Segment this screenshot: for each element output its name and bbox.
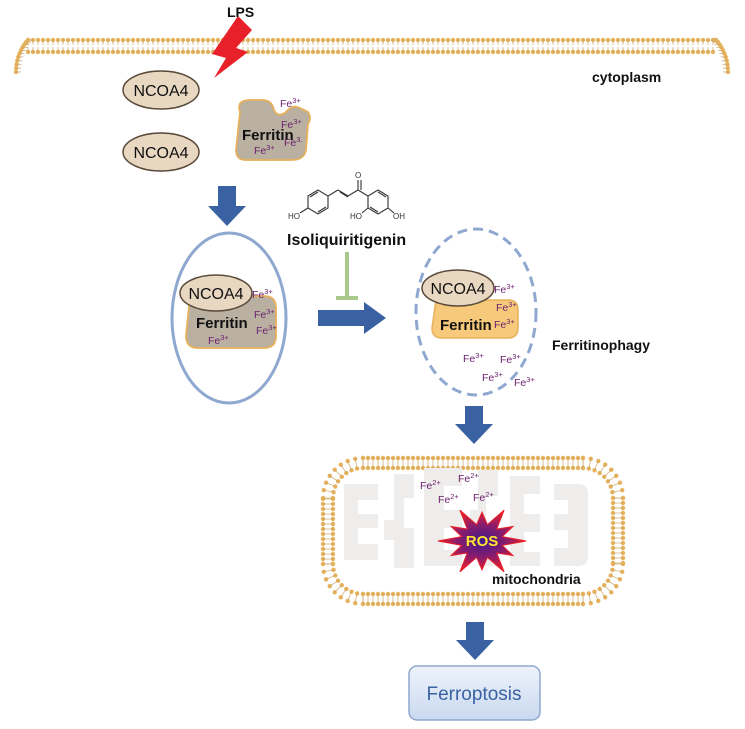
ncoa4-label: NCOA4 (133, 145, 188, 162)
fe3-ion: Fe3+ (254, 307, 275, 321)
fe2-ion: Fe2+ (438, 492, 459, 506)
structure-o-label: O (355, 171, 361, 180)
fe2-ion: Fe2+ (458, 471, 479, 485)
ncoa4-protein-2: NCOA4 (122, 132, 200, 172)
inhibition-bar-icon (336, 252, 358, 300)
ferroptosis-label: Ferroptosis (426, 684, 521, 705)
autolysosome-vesicle (414, 227, 538, 397)
mitochondria-cristae (344, 468, 588, 568)
isoliquiritigenin-structure-icon (299, 180, 395, 215)
down-arrow-icon (208, 186, 246, 226)
fe3-ion: Fe3+ (280, 96, 301, 110)
structure-oh-label: OH (393, 212, 405, 221)
ferritinophagy-label: Ferritinophagy (552, 337, 650, 353)
fe3-ion: Fe3+ (281, 117, 302, 131)
mitochondria-label: mitochondria (492, 571, 581, 587)
fe3-ion: Fe3+ (463, 351, 484, 365)
ncoa4-protein-1: NCOA4 (122, 70, 200, 110)
ferritin-ncoa4-complex: NCOA4 Ferritin Fe3+ Fe3+ Fe3+ Fe3+ (179, 274, 277, 349)
fe3-ion: Fe3+ (494, 282, 515, 296)
ferritin-label: Ferritin (440, 317, 492, 334)
right-arrow-icon (318, 302, 386, 334)
lps-label: LPS (227, 4, 254, 20)
ferritin-ncoa4-complex-degrading: NCOA4 Ferritin Fe3+ Fe3+ Fe3+ (421, 269, 519, 339)
ferritin-label: Ferritin (196, 315, 248, 332)
ncoa4-label: NCOA4 (188, 286, 243, 303)
ferroptosis-box: Ferroptosis (408, 665, 541, 721)
fe2-ion: Fe2+ (473, 490, 494, 504)
fe3-ion: Fe3+ (514, 375, 535, 389)
isoliquiritigenin-label: Isoliquiritigenin (287, 232, 406, 249)
down-arrow-icon (455, 406, 493, 444)
fe3-ion: Fe3+ (482, 370, 503, 384)
ncoa4-label: NCOA4 (430, 281, 485, 298)
autophagosome-vesicle (170, 231, 288, 405)
fe3-ion: Fe3+ (256, 323, 277, 337)
ncoa4-label: NCOA4 (133, 83, 188, 100)
fe3-ion: Fe3+ (252, 287, 273, 301)
fe3-ion: Fe3+ (494, 317, 515, 331)
fe3-ion: Fe3+ (500, 352, 521, 366)
ferritin-free: Ferritin Fe3+ Fe3+ Fe3. Fe3+ (235, 96, 311, 161)
ros-label: ROS (466, 533, 499, 550)
cell-membrane (13, 37, 731, 75)
fe3-ion: Fe3+ (208, 333, 229, 347)
fe2-ion: Fe2+ (420, 478, 441, 492)
lps-lightning-icon (212, 16, 252, 78)
down-arrow-icon (456, 622, 494, 660)
fe3-ion: Fe3+ (254, 143, 275, 157)
ros-burst: ROS (437, 509, 527, 573)
cytoplasm-label: cytoplasm (592, 69, 661, 85)
structure-ho-label: HO (288, 212, 300, 221)
ferritin-label: Ferritin (242, 127, 294, 144)
structure-ho-label: HO (350, 212, 362, 221)
fe3-ion: Fe3+ (496, 300, 517, 314)
fe3-ion: Fe3. (284, 135, 303, 149)
